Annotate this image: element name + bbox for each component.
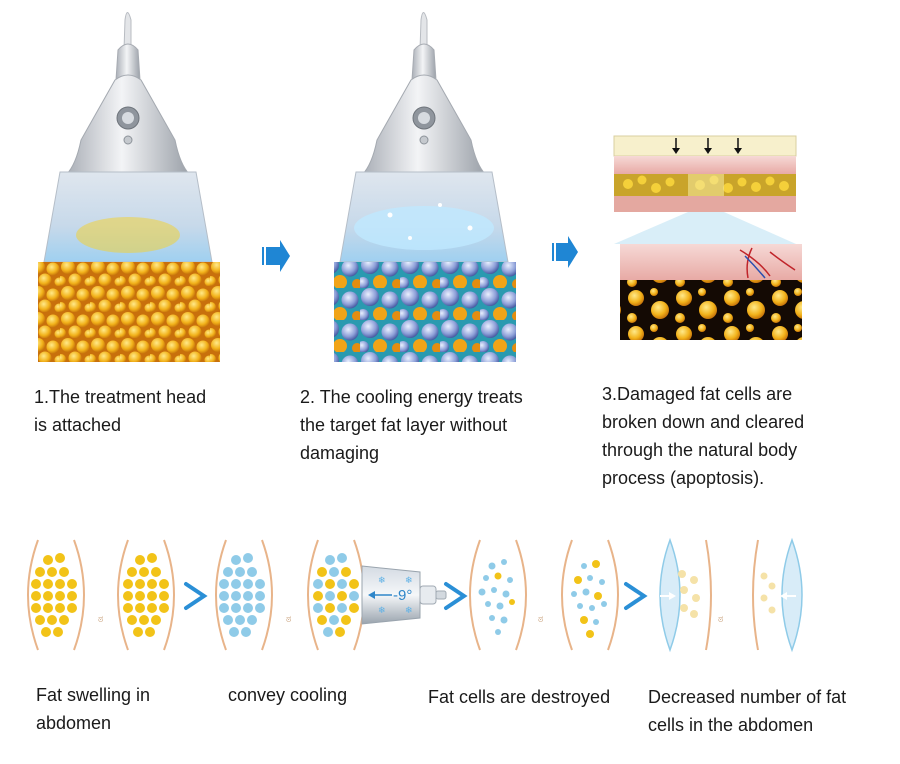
- temperature-label: -9°: [393, 587, 412, 604]
- stage-4-caption: Decreased number of fat cells in the abd…: [648, 687, 847, 735]
- fat-tissue-block-1: [38, 262, 220, 362]
- stage-3-caption: Fat cells are destroyed: [428, 687, 611, 707]
- svg-text:ಠ: ಠ: [98, 614, 103, 625]
- stage-fat-swelling: ಠ: [27, 539, 175, 651]
- svg-text:ಠ: ಠ: [538, 614, 543, 625]
- stage-2-caption: convey cooling: [228, 685, 348, 705]
- svg-text:❄: ❄: [405, 576, 413, 586]
- stage-fat-destroyed: ಠ: [469, 539, 619, 651]
- chevron-right-icon: [624, 582, 648, 610]
- svg-text:❄: ❄: [405, 606, 413, 616]
- svg-text:❄: ❄: [378, 576, 386, 586]
- treatment-head-device-1: [38, 12, 220, 362]
- apoptosis-cross-section: [613, 135, 802, 340]
- svg-text:❄: ❄: [378, 606, 386, 616]
- svg-text:ಠ: ಠ: [286, 614, 291, 625]
- step-3-caption: 3.Damaged fat cells are broken down and …: [602, 384, 805, 488]
- chevron-right-icon: [184, 582, 208, 610]
- cooled-fat-tissue-block: [334, 262, 516, 362]
- stage-convey-cooling: ಠ ❄ ❄ ❄ ❄ -9°: [215, 539, 447, 651]
- treatment-head-device-2: [334, 12, 516, 362]
- svg-text:ಠ: ಠ: [718, 614, 723, 625]
- stage-1-caption: Fat swelling in abdomen: [36, 685, 151, 733]
- chevron-right-icon: [444, 582, 468, 610]
- cooling-probe: ❄ ❄ ❄ ❄ -9°: [361, 565, 447, 625]
- step-2-caption: 2. The cooling energy treats the target …: [300, 387, 523, 463]
- step-1-caption: 1.The treatment head is attached: [34, 387, 207, 435]
- stage-decreased-fat: ಠ: [659, 537, 803, 653]
- step-arrow-icon: [262, 240, 290, 272]
- step-arrow-icon: [552, 236, 578, 268]
